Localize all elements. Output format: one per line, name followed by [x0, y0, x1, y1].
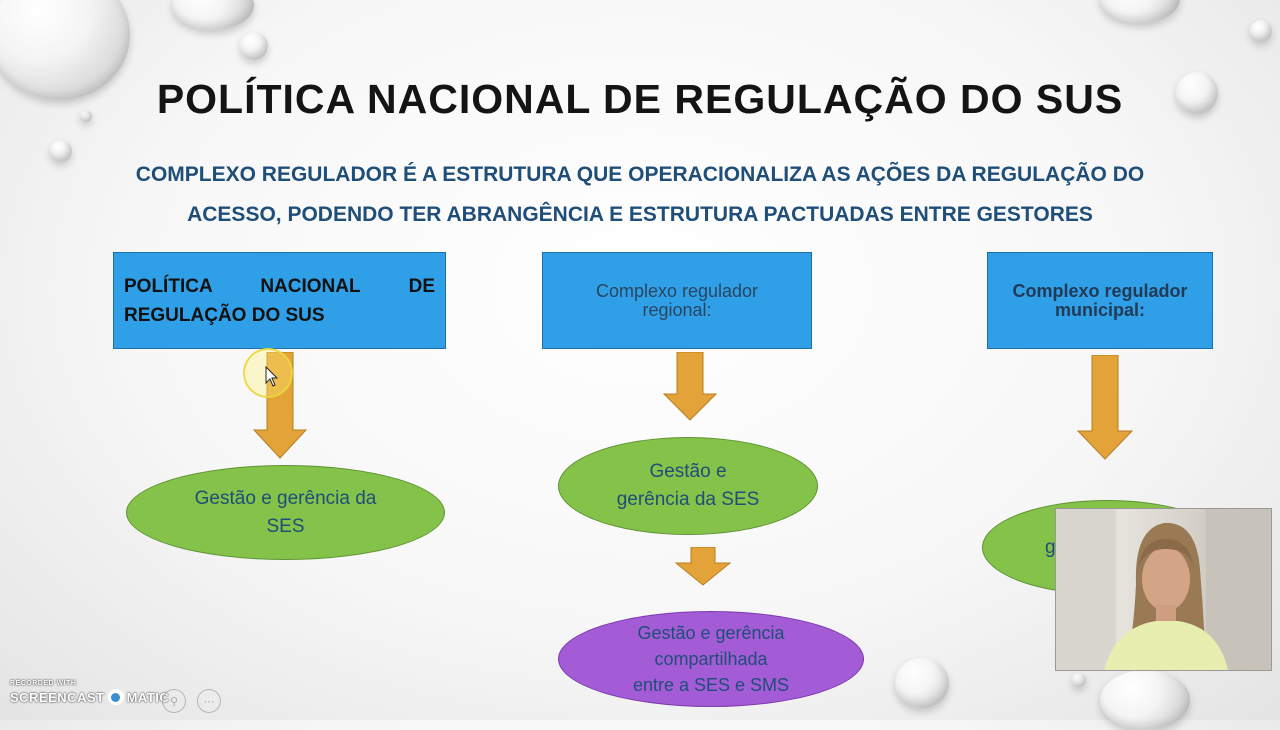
water-drop-decoration [172, 0, 254, 30]
subtitle-line-2: ACESSO, PODENDO TER ABRANGÊNCIA E ESTRUT… [187, 203, 1093, 226]
ellipse-text-line-1: Gestão e gerência da [194, 487, 377, 509]
box-complexo-municipal: Complexo regulador municipal: [987, 252, 1213, 349]
water-drop-decoration [1100, 0, 1180, 23]
box-text-line-2: REGULAÇÃO DO SUS [124, 304, 325, 326]
down-arrow-icon [674, 547, 732, 586]
watermark-brand-right: MATIC [126, 689, 170, 705]
water-drop-decoration [1250, 20, 1272, 42]
ellipse-gestao-compartilhada: Gestão e gerência compartilhada entre a … [558, 611, 864, 707]
water-drop-decoration [1100, 670, 1190, 730]
down-arrow-icon [662, 352, 718, 421]
more-options-icon[interactable]: ⋯ [197, 689, 221, 713]
presenter-silhouette [1056, 509, 1271, 670]
ellipse-text-line-2: gerência da SES [616, 489, 760, 510]
ellipse-gestao-ses-regional: Gestão e gerência da SES [558, 437, 818, 535]
purple-text-line-3: entre a SES e SMS [632, 675, 790, 695]
box-text-line-1: POLÍTICA NACIONAL DE [124, 275, 435, 297]
screencast-watermark: RECORDED WITH SCREENCAST MATIC [10, 680, 169, 705]
watermark-brand-left: SCREENCAST [10, 689, 105, 705]
box-text-line-1: Complexo regulador [595, 280, 759, 301]
slide-title: POLÍTICA NACIONAL DE REGULAÇÃO DO SUS [156, 76, 1124, 122]
water-drop-decoration [895, 658, 949, 708]
ellipse-text-line-2: SES [266, 515, 305, 537]
ellipse-gestao-ses: Gestão e gerência da SES [126, 465, 445, 560]
water-drop-decoration [1072, 673, 1086, 687]
water-drop-decoration [80, 110, 92, 122]
box-text-line-1: Complexo regulador [1012, 280, 1188, 301]
purple-text-line-1: Gestão e gerência [637, 623, 785, 643]
down-arrow-icon [1076, 355, 1134, 460]
webcam-overlay [1055, 508, 1272, 671]
ellipse-partial-text: g [1045, 536, 1056, 558]
subtitle-line-1: COMPLEXO REGULADOR É A ESTRUTURA QUE OPE… [135, 163, 1145, 186]
box-text-line-2: municipal: [1054, 299, 1145, 320]
water-drop-decoration [1176, 72, 1218, 114]
mouse-pointer-icon [265, 366, 279, 387]
box-politica-nacional: POLÍTICA NACIONAL DE REGULAÇÃO DO SUS [113, 252, 446, 349]
slide-subtitle: COMPLEXO REGULADOR É A ESTRUTURA QUE OPE… [100, 155, 1180, 235]
zoom-icon[interactable]: ⚲ [162, 689, 186, 713]
watermark-recorded: RECORDED WITH [10, 680, 77, 687]
box-text-line-2: regional: [642, 299, 712, 320]
screencast-logo-icon [107, 689, 124, 705]
water-drop-decoration [240, 32, 268, 60]
water-drop-decoration [50, 140, 72, 162]
box-complexo-regional: Complexo regulador regional: [542, 252, 812, 349]
purple-text-line-2: compartilhada [654, 649, 768, 669]
ellipse-text-line-1: Gestão e [649, 461, 727, 482]
